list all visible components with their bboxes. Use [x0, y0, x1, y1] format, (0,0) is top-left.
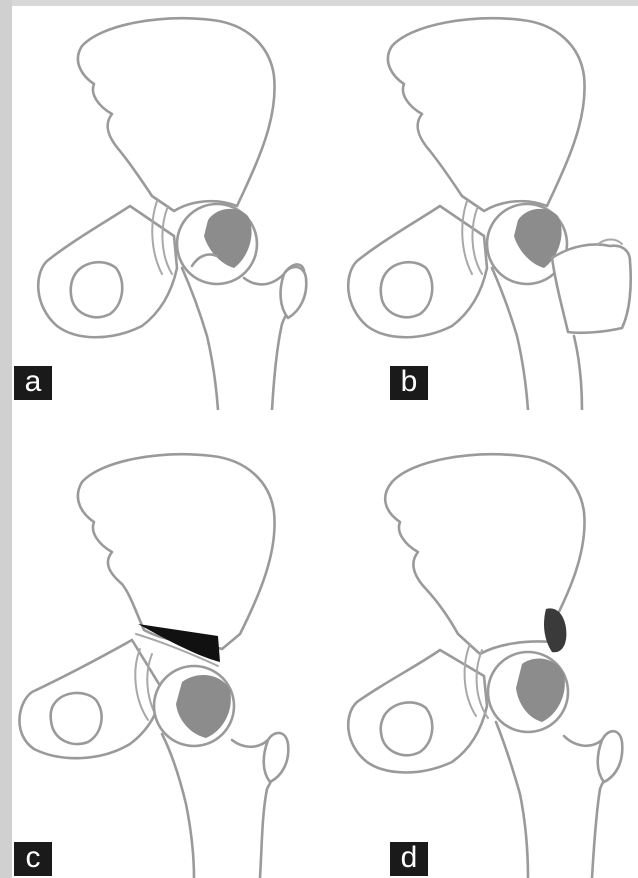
- figure-left-border: [0, 0, 12, 878]
- obturator-foramen: [51, 693, 102, 744]
- trochanter-fragment-edge: [598, 240, 622, 245]
- greater-trochanter: [281, 267, 307, 318]
- panel-c: c: [12, 444, 312, 878]
- hip-drawing-b: [330, 6, 638, 410]
- obturator-foramen: [381, 702, 433, 755]
- ilium-outline: [388, 18, 585, 211]
- hip-drawing-c: [12, 444, 312, 878]
- panel-b: b: [330, 6, 638, 410]
- panel-label-b: b: [390, 366, 428, 400]
- panel-label-c: c: [14, 842, 52, 876]
- ilium-outline: [78, 454, 275, 649]
- trochanter-fragment: [552, 245, 631, 333]
- greater-trochanter: [598, 731, 623, 782]
- ilium-outline: [78, 18, 275, 211]
- greater-trochanter: [264, 733, 289, 782]
- hip-drawing-d: [330, 444, 638, 878]
- obturator-foramen: [381, 262, 433, 317]
- panel-d: d: [330, 444, 638, 878]
- panel-label-a: a: [14, 366, 52, 400]
- panel-a: a: [12, 6, 312, 410]
- panel-label-d: d: [390, 842, 428, 876]
- obturator-foramen: [71, 262, 123, 317]
- hip-drawing-a: [12, 6, 312, 410]
- acetabular-roof-lesion: [544, 608, 566, 652]
